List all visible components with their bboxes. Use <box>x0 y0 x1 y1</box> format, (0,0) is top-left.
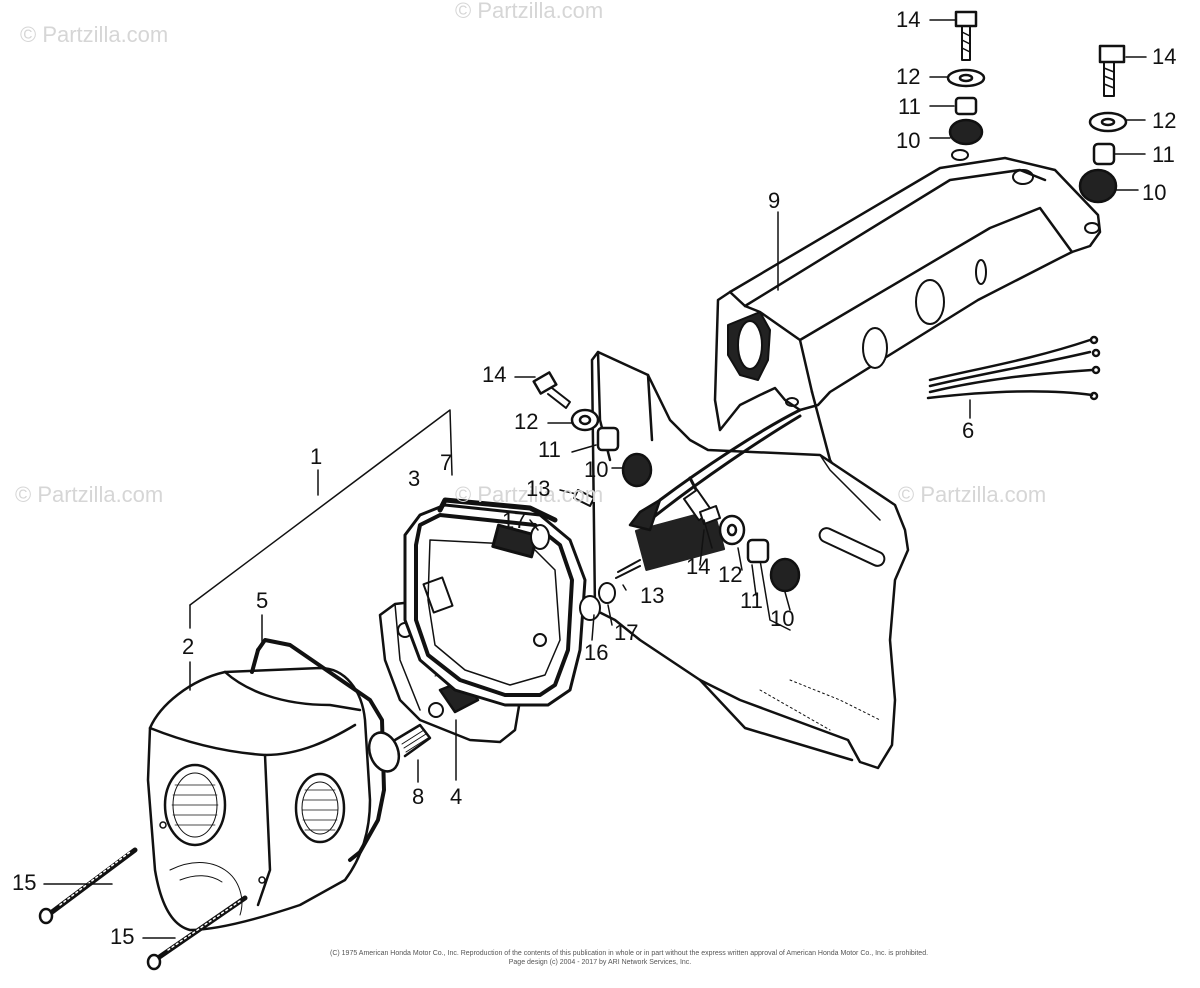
watermark: © Partzilla.com <box>898 482 1047 507</box>
callout-4: 4 <box>450 784 463 809</box>
watermark: © Partzilla.com <box>455 0 604 23</box>
callout-10: 10 <box>1142 180 1167 205</box>
callout-7: 7 <box>440 450 453 475</box>
callout-12: 12 <box>514 409 539 434</box>
callout-10: 10 <box>770 606 795 631</box>
callout-11: 11 <box>1152 142 1175 167</box>
callout-15: 15 <box>110 924 135 949</box>
callout-11: 11 <box>538 437 561 462</box>
watermark: © Partzilla.com <box>455 482 604 507</box>
callout-8: 8 <box>412 784 425 809</box>
part-6-wiring <box>628 335 1101 532</box>
callout-13: 13 <box>526 476 551 501</box>
page-design-credit: Page design (c) 2004 - 2017 by ARI Netwo… <box>508 959 692 966</box>
callout-17: 17 <box>502 508 527 533</box>
callout-14: 14 <box>896 7 921 32</box>
callout-15: 15 <box>12 870 37 895</box>
callout-14: 14 <box>686 554 711 579</box>
part-2-lens <box>146 666 372 932</box>
callout-9: 9 <box>768 188 781 213</box>
hardware <box>38 10 1128 971</box>
callout-14: 14 <box>1152 44 1177 69</box>
leader-lines <box>43 19 1147 939</box>
callout-6: 6 <box>962 418 975 443</box>
callout-17: 17 <box>614 620 639 645</box>
callout-1: 1 <box>310 444 323 469</box>
part-5-gasket <box>250 638 386 862</box>
callout-12: 12 <box>1152 108 1177 133</box>
callout-12: 12 <box>718 562 743 587</box>
callout-11: 11 <box>740 588 763 613</box>
callout-5: 5 <box>256 588 269 613</box>
callout-13: 13 <box>640 583 665 608</box>
callout-10: 10 <box>896 128 921 153</box>
copyright-line: (C) 1975 American Honda Motor Co., Inc. … <box>330 950 929 957</box>
part-9-bracket <box>713 149 1102 502</box>
callout-12: 12 <box>896 64 921 89</box>
callout-14: 14 <box>482 362 507 387</box>
callout-11: 11 <box>898 94 921 119</box>
callout-16: 16 <box>584 640 609 665</box>
watermark: © Partzilla.com <box>20 22 169 47</box>
callout-2: 2 <box>182 634 195 659</box>
part-8-bulb <box>367 723 432 773</box>
watermark: © Partzilla.com <box>15 482 164 507</box>
callout-10: 10 <box>584 457 609 482</box>
callout-3: 3 <box>408 466 421 491</box>
